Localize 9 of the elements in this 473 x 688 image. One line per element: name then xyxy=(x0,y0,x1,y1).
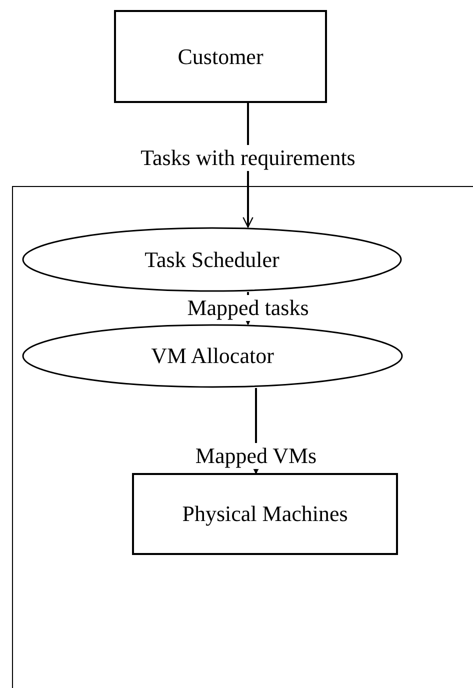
node-label: VM Allocator xyxy=(151,343,274,369)
process-ellipse xyxy=(22,227,402,292)
system-boundary xyxy=(12,186,473,688)
process-ellipse xyxy=(22,324,403,388)
node-label: Task Scheduler xyxy=(144,246,280,272)
node-label: Physical Machines xyxy=(182,501,348,527)
node-label: Customer xyxy=(178,44,264,70)
process-box xyxy=(132,473,398,555)
process-box xyxy=(114,10,327,103)
